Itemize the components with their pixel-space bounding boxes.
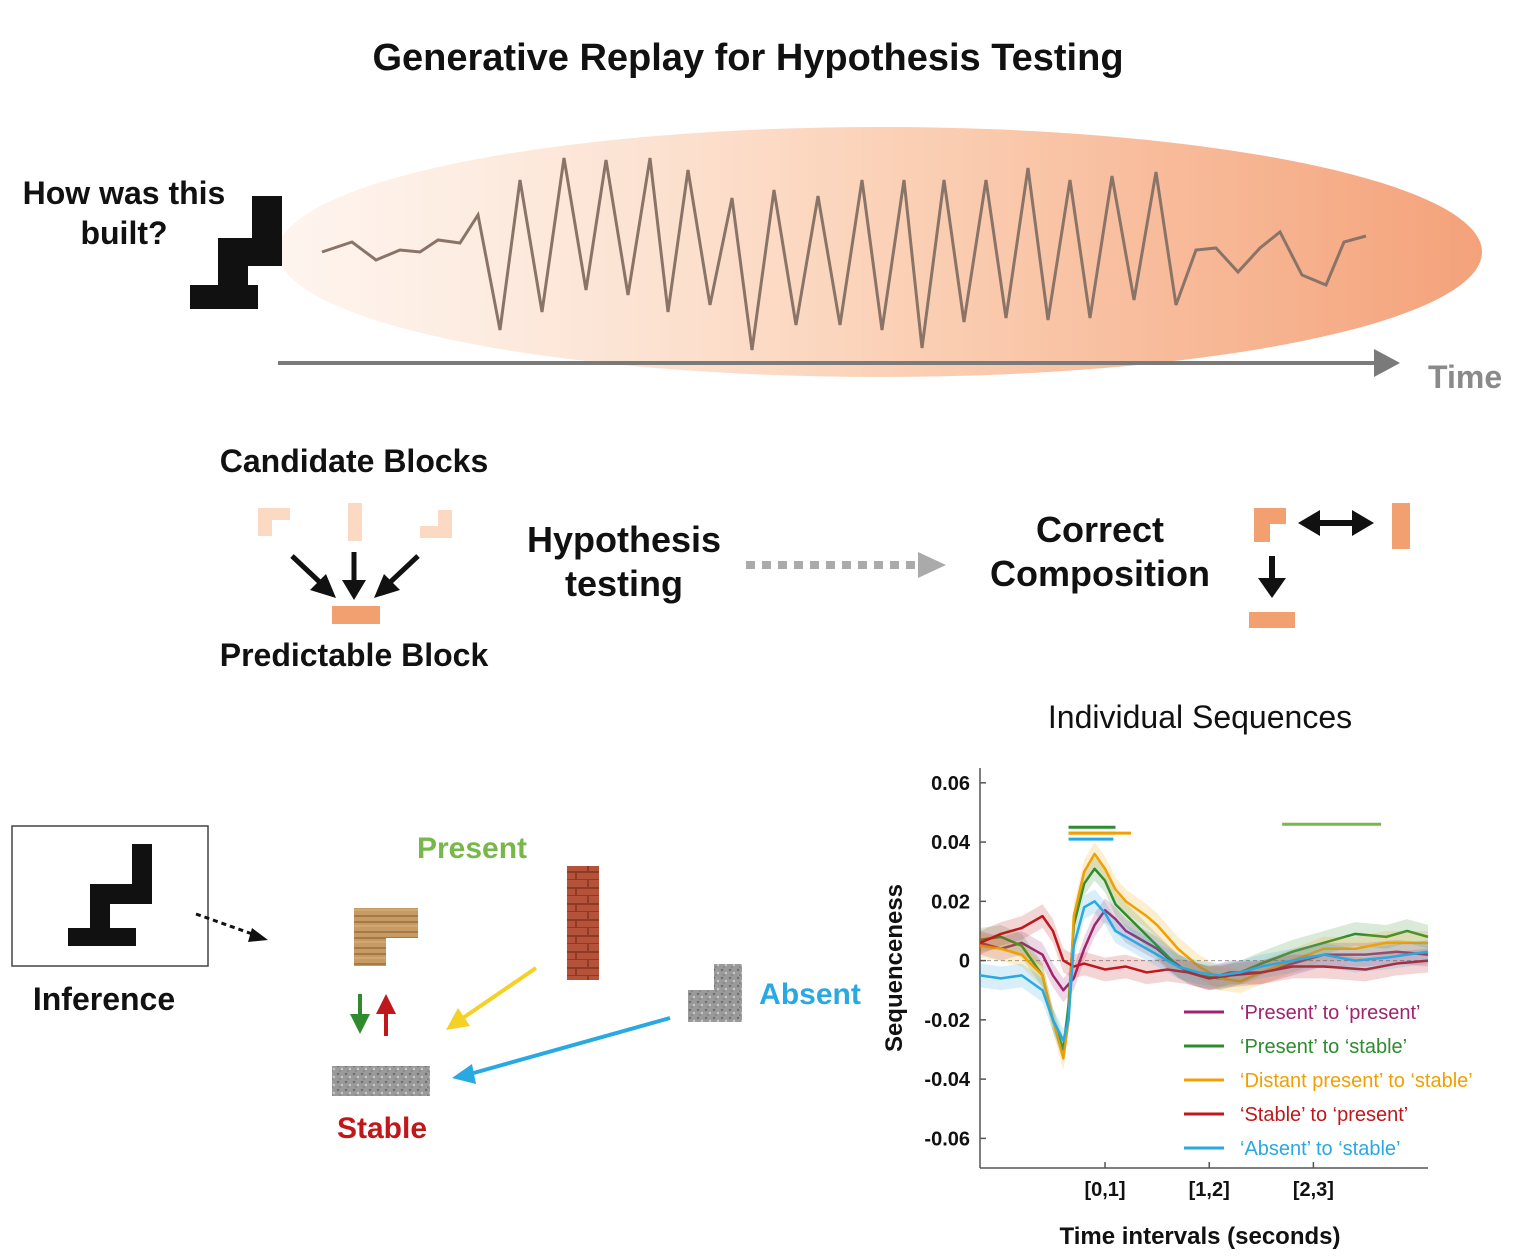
composition-double-arrow (1298, 510, 1374, 536)
replay-oval (278, 127, 1482, 377)
inference-dotted-arrow (195, 912, 259, 938)
inference-arrowhead (248, 928, 268, 942)
chart-x-tick-label: [2,3] (1293, 1179, 1334, 1201)
present-label: Present (417, 832, 527, 865)
chart-legend-label: ‘Present’ to ‘stable’ (1240, 1036, 1407, 1058)
stone-l-block (688, 964, 742, 1022)
chart-y-tick-label: -0.06 (924, 1128, 970, 1150)
chart-y-tick-label: 0.06 (931, 773, 970, 795)
absent-to-stable-arrowhead (452, 1064, 476, 1084)
chart-y-label: Sequenceness (881, 884, 908, 1052)
chart-title: Individual Sequences (1048, 699, 1352, 735)
chart-legend-label: ‘Stable’ to ‘present’ (1240, 1104, 1408, 1126)
candidate-arrowheads (310, 574, 400, 600)
absent-label: Absent (759, 978, 861, 1011)
distant-present-arrow (458, 966, 538, 1022)
figure-title: Generative Replay for Hypothesis Testing (372, 37, 1123, 79)
chart-y-tick-label: -0.02 (924, 1010, 970, 1032)
chart-series-line (979, 914, 1429, 980)
chart-x-tick-label: [0,1] (1084, 1179, 1125, 1201)
chart-y-tick-label: 0.02 (931, 891, 970, 913)
tower-silhouette-top (190, 196, 282, 309)
distant-present-arrowhead (446, 1008, 470, 1030)
tower-silhouette-inference (68, 844, 152, 946)
chart-series-line (979, 908, 1429, 992)
question-line-1: How was this (23, 175, 226, 211)
chart-y-tick-label: 0 (959, 951, 970, 973)
chart-y-tick-label: -0.04 (924, 1069, 970, 1091)
absent-to-stable-arrow (469, 1016, 671, 1076)
predictable-block-label: Predictable Block (220, 637, 489, 673)
chart-series-line (979, 900, 1429, 1042)
time-label: Time (1428, 359, 1502, 395)
stable-label: Stable (337, 1112, 427, 1145)
present-to-stable-arrow (350, 994, 370, 1034)
chart-legend-label: ‘Distant present’ to ‘stable’ (1240, 1070, 1473, 1092)
chart-series-band (980, 889, 1428, 1053)
chart-x-label: Time intervals (seconds) (1060, 1223, 1341, 1250)
stone-slab-block (332, 1066, 430, 1096)
hypothesis-arrowhead (918, 552, 946, 578)
chart-legend-label: ‘Absent’ to ‘stable’ (1240, 1138, 1400, 1160)
replay-waveform (321, 157, 1367, 351)
hypothesis-line-1: Hypothesis (527, 519, 721, 560)
chart-x-tick-label: [1,2] (1189, 1179, 1230, 1201)
chart-series-band (980, 842, 1428, 1071)
chart-series-band (980, 904, 1428, 991)
chart-y-tick-label: 0.04 (931, 832, 971, 854)
correct-line-1: Correct (1036, 509, 1164, 550)
correct-line-2: Composition (990, 553, 1210, 594)
hypothesis-line-2: testing (565, 563, 683, 604)
question-line-2: built? (80, 215, 167, 251)
composition-blocks (1249, 503, 1410, 628)
stable-to-present-arrow (376, 994, 396, 1036)
chart-legend-label: ‘Present’ to ‘present’ (1240, 1002, 1420, 1024)
sequenceness-chart: Individual Sequences 0.06 0.04 0.02 0 -0.02 -0… (881, 699, 1473, 1250)
chart-series-band (980, 898, 1428, 1003)
candidate-blocks (258, 503, 452, 541)
composition-down-arrow (1258, 556, 1286, 598)
candidate-blocks-label: Candidate Blocks (220, 443, 489, 479)
inference-label: Inference (33, 981, 175, 1017)
brick-column-block (567, 866, 599, 980)
wood-l-block (354, 908, 418, 966)
predictable-block (332, 606, 380, 624)
time-axis-arrowhead (1374, 349, 1400, 377)
